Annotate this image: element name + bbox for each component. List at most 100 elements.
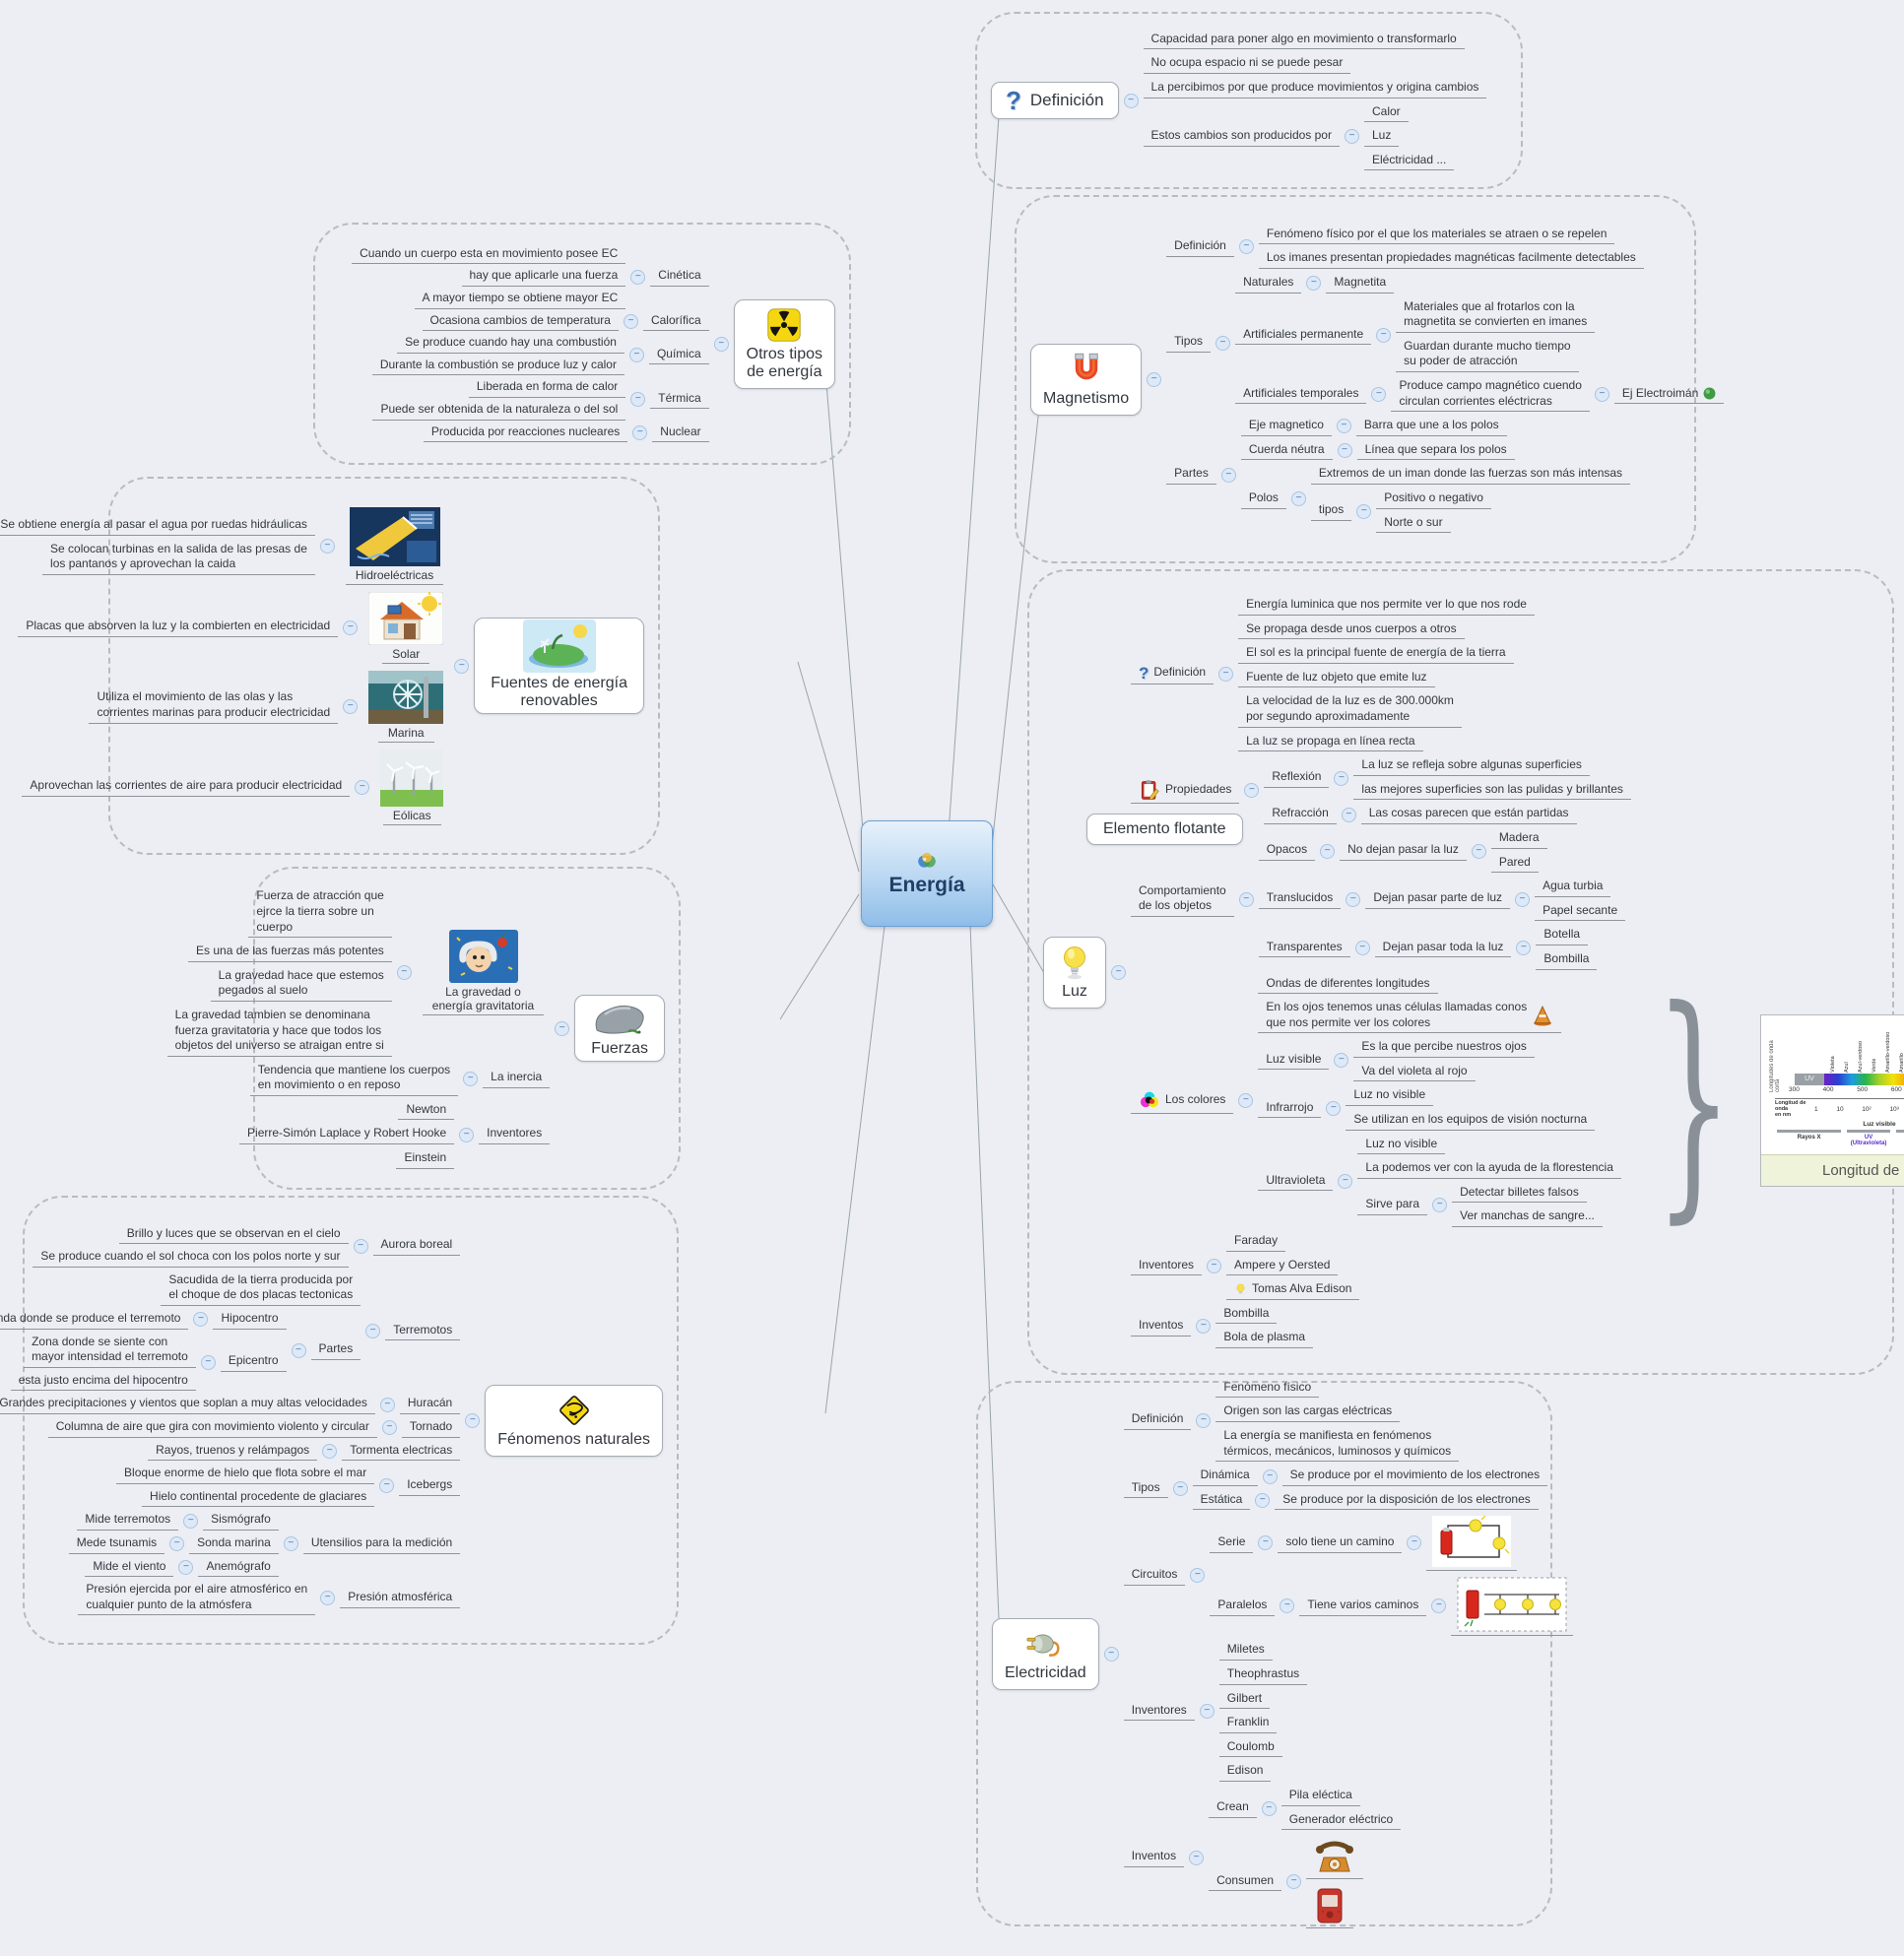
topic-propiedades[interactable]: Propiedades <box>1131 778 1240 804</box>
topic-hielo-continental-procedente-de-glaciares[interactable]: Hielo continental procedente de glaciare… <box>142 1488 375 1508</box>
collapse-badge[interactable]: − <box>630 391 646 407</box>
topic-positivo-o-negativo[interactable]: Positivo o negativo <box>1376 489 1491 509</box>
topic-durante-la-combusti-n-se-produce-luz-y-cal[interactable]: Durante la combustión se produce luz y c… <box>371 357 624 376</box>
collapse-badge[interactable]: − <box>1371 387 1387 403</box>
topic-refracci-n[interactable]: Refracción <box>1264 805 1337 824</box>
topic-definici-n[interactable]: Definición <box>1123 1410 1192 1430</box>
topic-phone-red[interactable] <box>1306 1884 1354 1929</box>
topic-no-dejan-pasar-la-luz[interactable]: No dejan pasar la luz <box>1340 841 1467 861</box>
topic-hipocentro[interactable]: Hipocentro <box>213 1310 287 1330</box>
collapse-badge[interactable]: − <box>320 1591 336 1606</box>
topic-hurac-n[interactable]: Huracán <box>399 1395 461 1414</box>
collapse-badge[interactable]: − <box>379 1478 395 1494</box>
collapse-badge[interactable]: − <box>365 1324 381 1339</box>
topic-qu-mica[interactable]: Química <box>648 346 709 365</box>
topic-fuentes-de-energ-a-renovables[interactable]: Fuentes de energía renovables <box>474 618 644 714</box>
topic-anem-grafo[interactable]: Anemógrafo <box>198 1558 279 1578</box>
topic-en-los-ojos-tenemos-unas-c-lulas-llamadas-[interactable]: En los ojos tenemos unas células llamada… <box>1258 999 1562 1034</box>
collapse-badge[interactable]: − <box>1172 1480 1188 1496</box>
topic-los-colores[interactable]: Los colores <box>1131 1088 1234 1114</box>
topic-capacidad-para-poner-algo-en-movimiento-o-[interactable]: Capacidad para poner algo en movimiento … <box>1143 31 1465 50</box>
topic-esta-justo-encima-del-hipocentro[interactable]: esta justo encima del hipocentro <box>10 1372 196 1392</box>
topic-tornado[interactable]: Tornado <box>401 1418 461 1438</box>
topic-aurora-boreal[interactable]: Aurora boreal <box>372 1236 461 1257</box>
topic-las-cosas-parecen-que-est-n-partidas[interactable]: Las cosas parecen que están partidas <box>1360 805 1577 824</box>
collapse-badge[interactable]: − <box>1196 1412 1212 1428</box>
collapse-badge[interactable]: − <box>1471 843 1486 859</box>
topic-bombilla[interactable]: Bombilla <box>1536 950 1598 970</box>
topic-f-nomenos-naturales[interactable]: Fénomenos naturales <box>485 1384 663 1457</box>
topic-los-imanes-presentan-propiedades-magn-tica[interactable]: Los imanes presentan propiedades magnéti… <box>1258 249 1644 270</box>
topic-ej-electroim-n[interactable]: Ej Electroimán <box>1613 385 1725 405</box>
collapse-badge[interactable]: − <box>343 698 359 714</box>
collapse-badge[interactable]: − <box>1220 467 1236 483</box>
collapse-badge[interactable]: − <box>1354 940 1370 955</box>
topic-naturales[interactable]: Naturales <box>1235 274 1302 293</box>
topic-se-propaga-desde-unos-cuerpos-a-otros[interactable]: Se propaga desde unos cuerpos a otros <box>1238 620 1465 640</box>
collapse-badge[interactable]: − <box>1306 276 1322 292</box>
topic-botella[interactable]: Botella <box>1536 926 1589 945</box>
topic-nuclear[interactable]: Nuclear <box>652 424 709 443</box>
topic-paralelos[interactable]: Paralelos <box>1210 1597 1276 1616</box>
collapse-badge[interactable]: − <box>465 1412 481 1428</box>
topic-barra-que-une-a-los-polos[interactable]: Barra que une a los polos <box>1355 417 1507 436</box>
topic-la-gravedad-tambien-se-denominana-fuerza-g[interactable]: La gravedad tambien se denominana fuerza… <box>166 1007 392 1057</box>
topic-pila-el-ctica[interactable]: Pila eléctica <box>1280 1787 1360 1806</box>
topic-utiliza-el-movimiento-de-las-olas-y-las-co[interactable]: Utiliza el movimiento de las olas y las … <box>89 688 339 724</box>
collapse-badge[interactable]: − <box>1147 371 1162 387</box>
topic-pierre-sim-n-laplace-y-robert-hooke[interactable]: Pierre-Simón Laplace y Robert Hooke <box>239 1125 455 1145</box>
topic-dejan-pasar-parte-de-luz[interactable]: Dejan pasar parte de luz <box>1365 889 1511 910</box>
collapse-badge[interactable]: − <box>555 1020 570 1036</box>
topic-partes[interactable]: Partes <box>1166 465 1216 485</box>
topic-fuente-de-luz-objeto-que-emite-luz[interactable]: Fuente de luz objeto que emite luz <box>1238 669 1435 688</box>
topic-infrarrojo[interactable]: Infrarrojo <box>1258 1099 1322 1119</box>
topic-la-energ-a-se-manifiesta-en-fen-menos-t-rm[interactable]: La energía se manifiesta en fenómenos té… <box>1215 1427 1460 1463</box>
topic-coulomb[interactable]: Coulomb <box>1218 1738 1282 1758</box>
topic-fen-meno-f-sico-por-el-que-los-materiales-[interactable]: Fenómeno físico por el que los materiale… <box>1258 226 1615 245</box>
topic-tomas-alva-edison[interactable]: Tomas Alva Edison <box>1226 1280 1360 1300</box>
topic-otros-tipos-de-energ-a[interactable]: Otros tipos de energía <box>733 298 835 389</box>
topic-serie[interactable]: Serie <box>1210 1533 1254 1553</box>
topic-liberada-en-forma-de-calor[interactable]: Liberada en forma de calor <box>468 378 626 398</box>
topic-partes[interactable]: Partes <box>310 1340 361 1361</box>
collapse-badge[interactable]: − <box>1594 387 1609 403</box>
topic-produce-campo-magn-tico-cuendo-circulan-co[interactable]: Produce campo magnético cuendo circulan … <box>1391 377 1590 413</box>
topic-epicentro[interactable]: Epicentro <box>220 1352 287 1372</box>
collapse-badge[interactable]: − <box>623 313 638 329</box>
topic-fuerza-de-atracci-n-que-ejrce-la-tierra-so[interactable]: Fuerza de atracción que ejrce la tierra … <box>248 887 392 939</box>
collapse-badge[interactable]: − <box>169 1536 185 1552</box>
topic-miletes[interactable]: Miletes <box>1218 1641 1273 1661</box>
collapse-badge[interactable]: − <box>1218 666 1234 682</box>
topic-madera[interactable]: Madera <box>1490 829 1547 849</box>
collapse-badge[interactable]: − <box>283 1536 298 1552</box>
collapse-badge[interactable]: − <box>1516 940 1532 955</box>
collapse-badge[interactable]: − <box>1215 335 1231 351</box>
collapse-badge[interactable]: − <box>1189 1850 1205 1865</box>
topic-magnetismo[interactable]: Magnetismo <box>1030 343 1143 416</box>
collapse-badge[interactable]: − <box>1320 843 1336 859</box>
collapse-badge[interactable]: − <box>193 1312 209 1328</box>
topic-tendencia-que-mantiene-los-cuerpos-en-movi[interactable]: Tendencia que mantiene los cuerpos en mo… <box>249 1062 459 1096</box>
topic-el-ctricidad[interactable]: Eléctricidad ... <box>1363 152 1455 171</box>
topic-grandes-precipitaciones-y-vientos-que-sopl[interactable]: Grandes precipitaciones y vientos que so… <box>0 1395 375 1414</box>
topic-transparentes[interactable]: Transparentes <box>1258 939 1350 958</box>
collapse-badge[interactable]: − <box>1190 1568 1206 1584</box>
topic-l-nea-que-separa-los-polos[interactable]: Línea que separa los polos <box>1356 441 1515 461</box>
topic-mide-terremotos[interactable]: Mide terremotos <box>77 1511 179 1531</box>
collapse-badge[interactable]: − <box>632 424 648 440</box>
collapse-badge[interactable]: − <box>1238 891 1254 907</box>
topic-zona-interior-profunda-donde-se-produce-el[interactable]: Zona interior profunda donde se produce … <box>0 1310 189 1330</box>
topic-puede-ser-obtenida-de-la-naturaleza-o-del-[interactable]: Puede ser obtenida de la naturaleza o de… <box>372 401 626 421</box>
collapse-badge[interactable]: − <box>1341 807 1356 822</box>
topic-bombilla[interactable]: Bombilla <box>1215 1305 1278 1325</box>
collapse-badge[interactable]: − <box>353 1238 368 1254</box>
topic-marina[interactable]: Marina <box>362 670 449 744</box>
topic-est-tica[interactable]: Estática <box>1192 1491 1251 1511</box>
collapse-badge[interactable]: − <box>1238 1093 1254 1109</box>
topic-rayos-truenos-y-rel-mpagos[interactable]: Rayos, truenos y relámpagos <box>148 1442 318 1462</box>
topic-electricidad[interactable]: Electricidad <box>992 1617 1099 1690</box>
topic-e-licas[interactable]: Eólicas <box>374 749 449 826</box>
topic-consumen[interactable]: Consumen <box>1209 1872 1282 1892</box>
collapse-badge[interactable]: − <box>178 1559 194 1575</box>
topic-reflexi-n[interactable]: Reflexión <box>1264 768 1330 789</box>
